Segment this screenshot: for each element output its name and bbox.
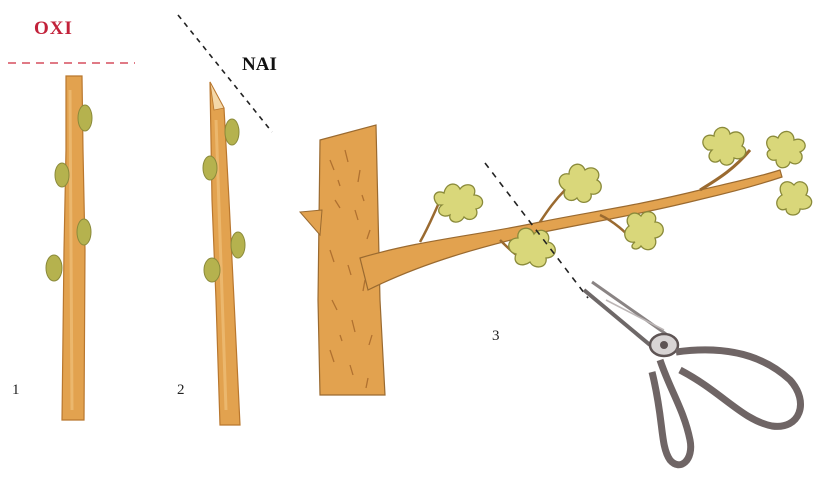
oak-leaf (559, 164, 601, 202)
bud (231, 232, 245, 258)
oak-leaf (703, 127, 746, 165)
bud (46, 255, 62, 281)
bud (77, 219, 91, 245)
bud (55, 163, 69, 187)
wrong-cut-label: OXI (34, 18, 73, 40)
twig-wrong-cut (46, 76, 92, 420)
bud (78, 105, 92, 131)
correct-cut-label: NAI (242, 54, 277, 76)
step-number-3: 3 (492, 328, 500, 345)
oak-leaf (625, 212, 664, 250)
oak-leaf (767, 131, 805, 167)
step-number-1: 1 (12, 382, 20, 399)
oak-leaf (777, 182, 812, 215)
pruning-scissors-icon (584, 282, 800, 465)
twig-correct-cut (203, 82, 245, 425)
bud (204, 258, 220, 282)
leaf-cluster (434, 127, 811, 267)
bud (225, 119, 239, 145)
step-number-2: 2 (177, 382, 185, 399)
bud (203, 156, 217, 180)
oak-leaf (434, 184, 482, 222)
